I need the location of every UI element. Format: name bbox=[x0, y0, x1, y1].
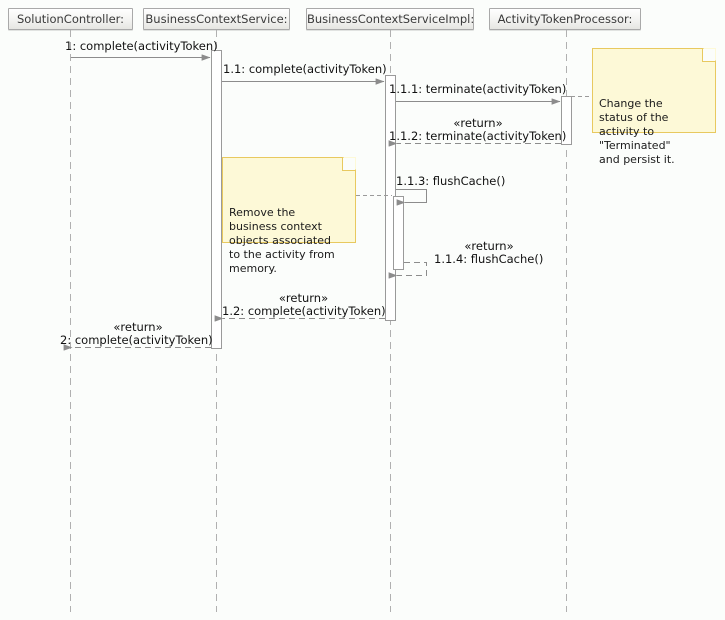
message-text: 1: complete(activityToken) bbox=[65, 39, 218, 53]
note-text: Change the status of the activity to "Te… bbox=[599, 96, 675, 167]
message-stereotype: «return» bbox=[453, 116, 503, 130]
message-label-1-1-3: 1.1.3: flushCache() bbox=[396, 175, 505, 188]
participant-label: BusinessContextServiceImpl: bbox=[307, 12, 475, 26]
activation-business-context-service bbox=[211, 50, 222, 349]
message-label-1-1-1: 1.1.1: terminate(activityToken) bbox=[389, 83, 566, 96]
arrow-message-1-1-4-self-return bbox=[388, 262, 427, 279]
message-stereotype: «return» bbox=[113, 320, 163, 334]
message-label-1-1-4: «return» 1.1.4: flushCache() bbox=[434, 240, 544, 266]
note-fold-corner bbox=[702, 49, 715, 62]
participant-label: BusinessContextService: bbox=[145, 12, 288, 26]
activation-activity-token-processor bbox=[561, 96, 572, 145]
note-fold-corner bbox=[342, 158, 355, 171]
message-text: 2: complete(activityToken) bbox=[60, 333, 213, 347]
note-text: Remove the business context objects asso… bbox=[229, 205, 335, 276]
message-text: 1.2: complete(activityToken) bbox=[222, 304, 386, 318]
message-text: 1.1: complete(activityToken) bbox=[223, 62, 387, 76]
message-text: 1.1.3: flushCache() bbox=[396, 174, 506, 188]
note-remove-business-context: Remove the business context objects asso… bbox=[222, 157, 356, 275]
note-terminate-activity: Change the status of the activity to "Te… bbox=[592, 48, 716, 166]
participant-label: SolutionController: bbox=[16, 12, 125, 26]
participant-business-context-service-impl[interactable]: BusinessContextServiceImpl: bbox=[306, 8, 474, 30]
arrow-message-1-1-3-self bbox=[396, 189, 427, 206]
message-label-1-1-2: «return» 1.1.2: terminate(activityToken) bbox=[389, 117, 567, 143]
message-stereotype: «return» bbox=[278, 291, 329, 305]
participant-solution-controller[interactable]: SolutionController: bbox=[8, 8, 133, 30]
message-label-1-1: 1.1: complete(activityToken) bbox=[223, 63, 387, 76]
message-stereotype: «return» bbox=[464, 239, 514, 253]
activation-bars bbox=[211, 50, 572, 349]
participant-activity-token-processor[interactable]: ActivityTokenProcessor: bbox=[489, 8, 641, 30]
message-text: 1.1.4: flushCache() bbox=[434, 252, 544, 266]
message-label-2: «return» 2: complete(activityToken) bbox=[60, 321, 216, 347]
message-text: 1.1.2: terminate(activityToken) bbox=[389, 129, 567, 143]
message-label-1-2: «return» 1.2: complete(activityToken) bbox=[222, 291, 386, 318]
message-text: 1.1.1: terminate(activityToken) bbox=[389, 82, 567, 96]
participant-label: ActivityTokenProcessor: bbox=[497, 12, 633, 26]
participant-business-context-service[interactable]: BusinessContextService: bbox=[143, 8, 290, 30]
message-label-1: 1: complete(activityToken) bbox=[65, 40, 218, 53]
activation-flush-cache-nested bbox=[393, 196, 404, 270]
